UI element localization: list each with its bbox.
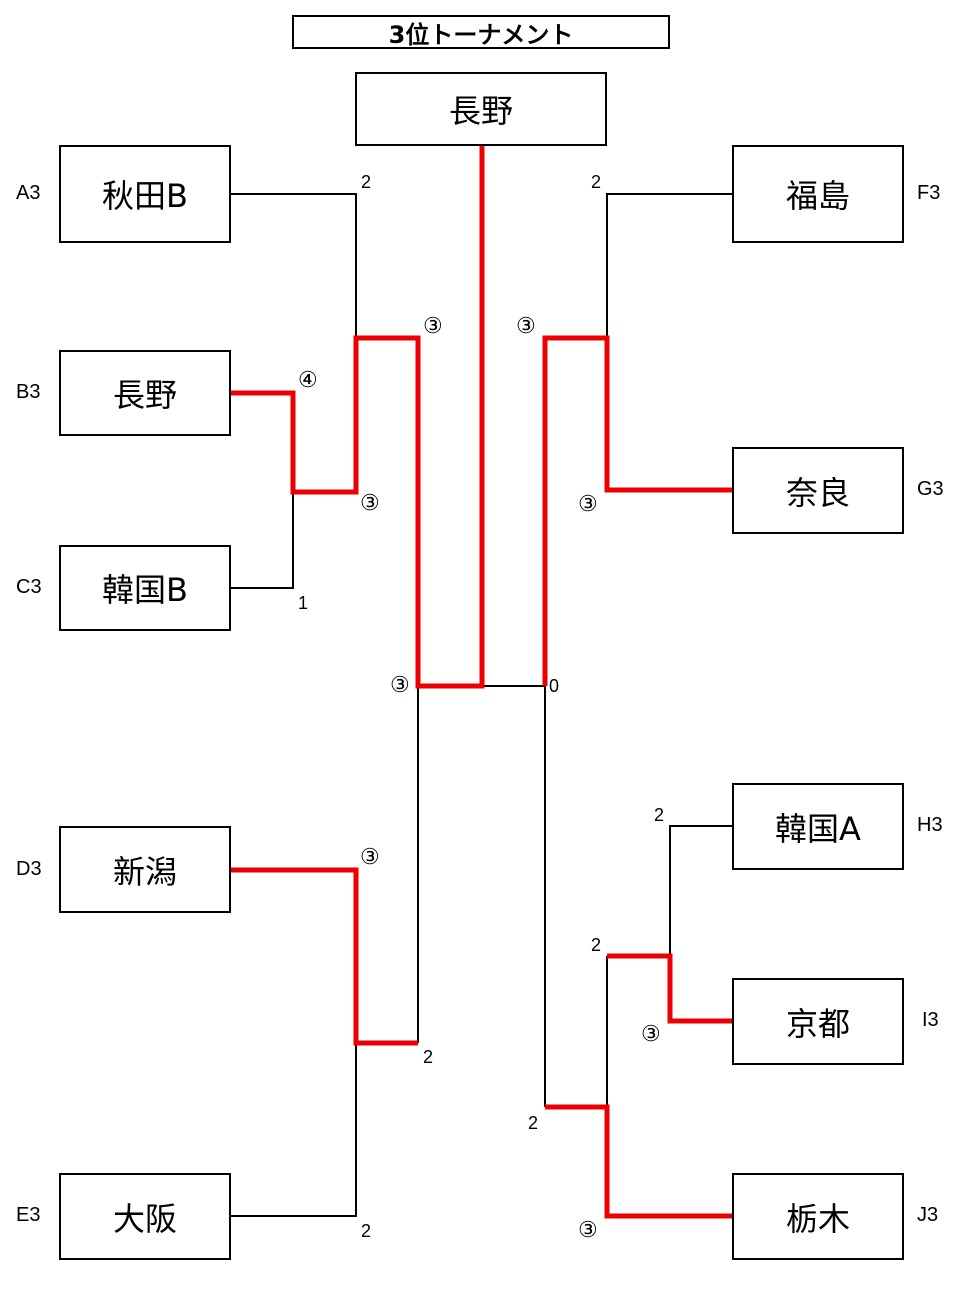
team-box-f3: 福島 — [732, 145, 904, 243]
score-c3: 1 — [298, 593, 309, 613]
seed-b3: B3 — [16, 381, 41, 403]
tournament-title: 3位トーナメント — [292, 15, 670, 49]
score-right-final: 0 — [549, 676, 560, 696]
seed-f3: F3 — [917, 182, 941, 204]
bracket-winner-lines — [231, 146, 732, 1219]
seed-e3: E3 — [16, 1204, 41, 1226]
team-box-c3: 韓国B — [59, 545, 231, 631]
champion-box: 長野 — [355, 72, 607, 146]
bracket-black-lines — [231, 193, 732, 1217]
seed-i3: I3 — [922, 1009, 939, 1031]
seed-a3: A3 — [16, 182, 41, 204]
team-box-b3: 長野 — [59, 350, 231, 436]
score-right-top-winner: ③ — [516, 313, 536, 338]
score-d3: ③ — [360, 844, 380, 869]
team-box-i3: 京都 — [732, 978, 904, 1065]
score-h3: 2 — [654, 805, 665, 825]
score-g3: ③ — [578, 491, 598, 516]
team-box-e3: 大阪 — [59, 1173, 231, 1260]
team-box-g3: 奈良 — [732, 447, 904, 534]
score-f3: 2 — [591, 172, 602, 192]
seed-h3: H3 — [917, 814, 943, 836]
score-i3: ③ — [641, 1021, 661, 1046]
score-j3: ③ — [578, 1217, 598, 1242]
team-box-j3: 栃木 — [732, 1173, 904, 1260]
seed-c3: C3 — [16, 576, 42, 598]
score-b3: ④ — [298, 367, 318, 392]
score-left-final: ③ — [390, 672, 410, 697]
score-e3: 2 — [361, 1221, 372, 1241]
seed-g3: G3 — [917, 478, 944, 500]
score-de-lower: 2 — [423, 1047, 434, 1067]
team-box-h3: 韓国A — [732, 783, 904, 870]
score-hi-upper: 2 — [591, 935, 602, 955]
seed-j3: J3 — [917, 1204, 939, 1226]
team-box-a3: 秋田B — [59, 145, 231, 243]
seed-d3: D3 — [16, 858, 42, 880]
score-bc-winner: ③ — [360, 490, 380, 515]
score-left-top-winner: ③ — [423, 313, 443, 338]
team-box-d3: 新潟 — [59, 826, 231, 913]
score-hij-upper: 2 — [528, 1113, 539, 1133]
score-a3: 2 — [361, 172, 372, 192]
